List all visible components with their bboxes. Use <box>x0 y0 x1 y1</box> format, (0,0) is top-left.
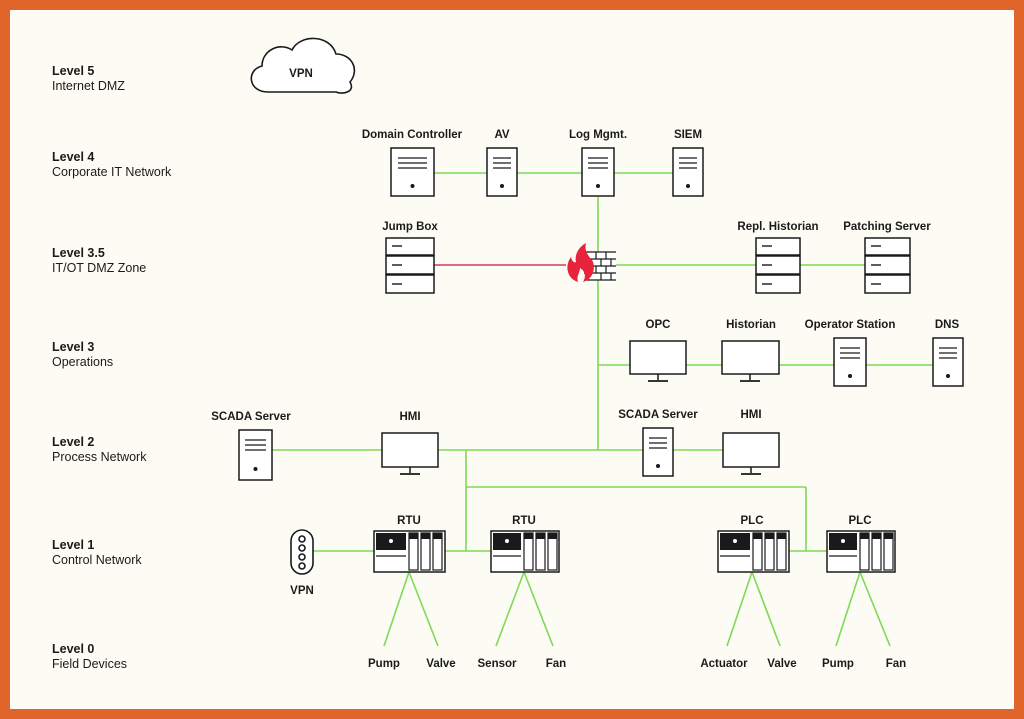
connections <box>272 172 933 647</box>
level-4-devices: Domain Controller AV Log Mgmt. SIEM <box>362 129 704 197</box>
level-1-devices: VPN RTU RTU PLC <box>290 515 896 597</box>
plc-2-label: PLC <box>849 515 872 527</box>
level-0-devices: Pump Valve Sensor Fan Actuator Valve Pum… <box>368 658 906 670</box>
cloud-label: VPN <box>289 68 313 80</box>
domain-controller-label: Domain Controller <box>362 129 463 141</box>
siem-label: SIEM <box>674 129 702 141</box>
link-rtu2-fan <box>523 571 554 647</box>
link-rtu1-valve <box>408 571 439 647</box>
cloud-icon <box>250 37 356 94</box>
level-35-title: Level 3.5 <box>52 246 105 260</box>
level-labels: Level 5 Internet DMZ Level 4 Corporate I… <box>52 64 172 671</box>
scada-server-left-icon <box>238 429 273 481</box>
link-plc1-actuator <box>726 571 753 647</box>
dns-server-icon <box>932 337 964 387</box>
patching-server-rack-icon <box>864 237 911 294</box>
dns-label: DNS <box>935 319 960 331</box>
link-rtu1-pump <box>383 571 410 647</box>
level-5-subtitle: Internet DMZ <box>52 79 125 93</box>
plc-1-controller-icon <box>717 530 790 573</box>
level-1-subtitle: Control Network <box>52 553 142 567</box>
level-3-subtitle: Operations <box>52 355 113 369</box>
field-actuator-label: Actuator <box>700 658 748 670</box>
rtu-2-label: RTU <box>512 515 536 527</box>
repl-historian-rack-icon <box>755 237 801 294</box>
jump-box-label: Jump Box <box>382 221 438 233</box>
repl-historian-label: Repl. Historian <box>737 221 818 233</box>
link-plc1-valve <box>751 571 781 647</box>
level-0-title: Level 0 <box>52 642 94 656</box>
scada-server-right-label: SCADA Server <box>618 409 698 421</box>
link-plc2-pump <box>835 571 861 647</box>
level-3-title: Level 3 <box>52 340 94 354</box>
patching-server-label: Patching Server <box>843 221 931 233</box>
hmi-left-label: HMI <box>399 411 420 423</box>
siem-server-icon <box>672 147 704 197</box>
rtu-2-controller-icon <box>490 530 560 573</box>
level-35-subtitle: IT/OT DMZ Zone <box>52 261 146 275</box>
level-4-subtitle: Corporate IT Network <box>52 165 172 179</box>
opc-label: OPC <box>646 319 671 331</box>
av-label: AV <box>494 129 509 141</box>
firewall-icon <box>567 243 616 282</box>
rtu-1-controller-icon <box>373 530 446 573</box>
domain-controller-server-icon <box>390 147 435 197</box>
log-mgmt-server-icon <box>581 147 615 197</box>
field-pump-1-label: Pump <box>368 658 400 670</box>
historian-label: Historian <box>726 319 776 331</box>
field-fan-1-label: Fan <box>546 658 566 670</box>
log-mgmt-label: Log Mgmt. <box>569 129 627 141</box>
av-server-icon <box>486 147 518 197</box>
field-valve-1-label: Valve <box>426 658 455 670</box>
plc-1-label: PLC <box>741 515 764 527</box>
level-4-title: Level 4 <box>52 150 94 164</box>
rtu-1-label: RTU <box>397 515 421 527</box>
hmi-right-label: HMI <box>740 409 761 421</box>
level-1-title: Level 1 <box>52 538 94 552</box>
level-2-subtitle: Process Network <box>52 450 147 464</box>
plc-2-controller-icon <box>826 530 896 573</box>
flame-icon <box>567 243 594 282</box>
historian-monitor-icon <box>721 340 780 382</box>
level-3-devices: OPC Historian Operator Station DNS <box>629 319 964 387</box>
vpn-device-label: VPN <box>290 585 314 597</box>
level-2-title: Level 2 <box>52 435 94 449</box>
vpn-cloud: VPN <box>250 37 356 94</box>
link-rtu2-sensor <box>495 571 525 647</box>
level-5-title: Level 5 <box>52 64 94 78</box>
scada-server-left-label: SCADA Server <box>211 411 291 423</box>
hmi-left-monitor-icon <box>381 432 439 475</box>
level-0-subtitle: Field Devices <box>52 657 127 671</box>
hmi-right-monitor-icon <box>722 432 780 475</box>
field-valve-2-label: Valve <box>767 658 796 670</box>
vpn-device-icon <box>290 529 314 575</box>
field-fan-2-label: Fan <box>886 658 906 670</box>
operator-station-label: Operator Station <box>805 319 896 331</box>
operator-station-server-icon <box>833 337 867 387</box>
link-plc2-fan <box>859 571 891 647</box>
opc-monitor-icon <box>629 340 687 382</box>
jump-box-rack-icon <box>385 237 435 294</box>
scada-server-right-icon <box>642 427 674 477</box>
field-pump-2-label: Pump <box>822 658 854 670</box>
level-2-devices: SCADA Server HMI SCADA Server HMI <box>211 409 780 481</box>
level-35-devices: Jump Box <box>382 221 931 294</box>
field-sensor-label: Sensor <box>478 658 518 670</box>
